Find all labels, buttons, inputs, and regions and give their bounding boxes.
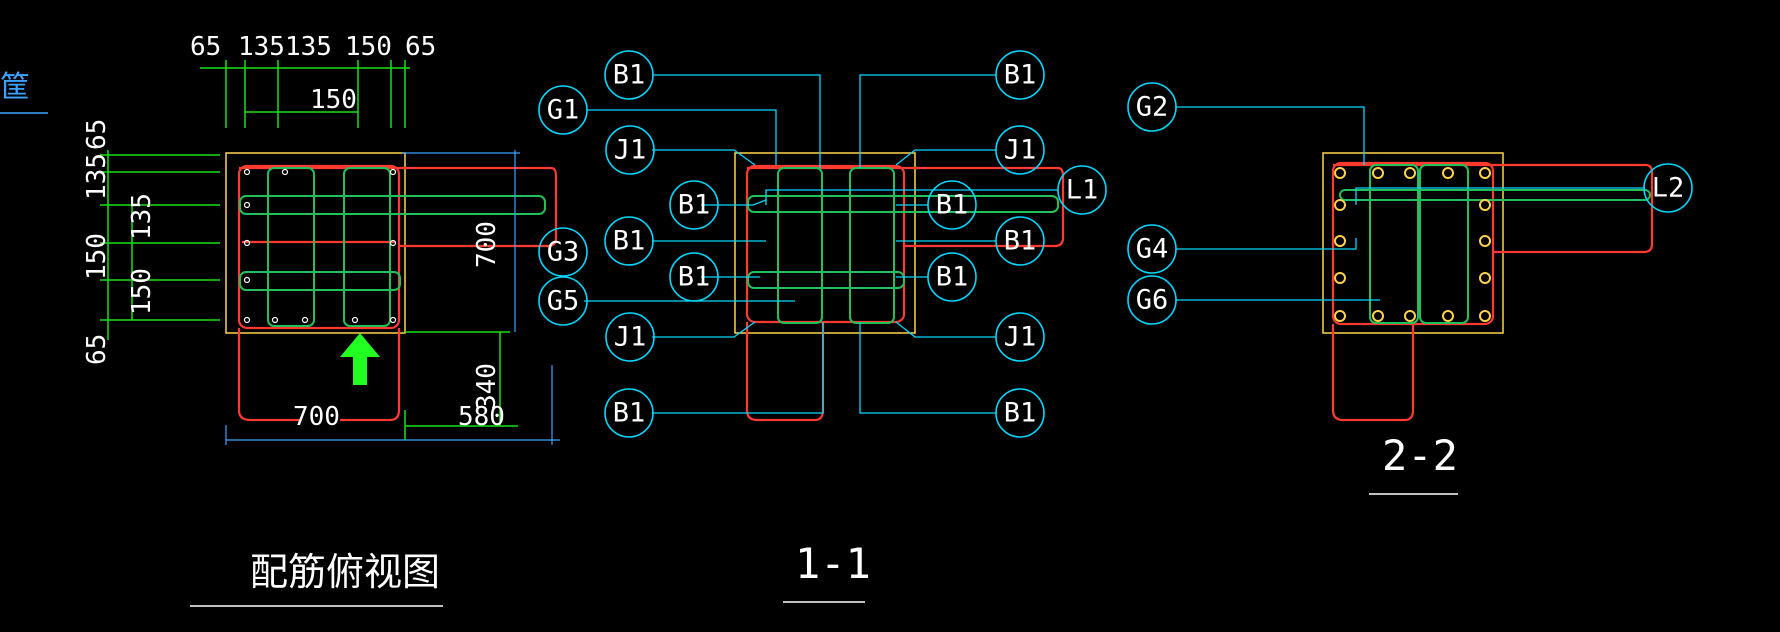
left-dim-150-a: 150 [82, 233, 112, 280]
callout-g2: G2 [1136, 92, 1169, 123]
callout-l2: L2 [1652, 173, 1685, 204]
callout-l1: L1 [1066, 175, 1099, 206]
callout-b1-bottom-right: B1 [1004, 398, 1037, 429]
callout-g4: G4 [1136, 234, 1169, 265]
top-dim-65-left: 65 [190, 32, 221, 62]
top-dim-135135: 135135 [238, 32, 332, 62]
height-dim-700: 700 [472, 221, 502, 268]
callout-b1-inner-left-1: B1 [678, 190, 711, 221]
left-dim-135-b: 135 [127, 193, 157, 240]
arrow-up-icon [340, 333, 380, 385]
callout-b1-top-left: B1 [613, 60, 646, 91]
section-2-2-title: 2-2 [1382, 431, 1458, 480]
section-1-1-title: 1-1 [795, 539, 871, 588]
section-2-2: G2 L2 G4 G6 2-2 [1127, 82, 1693, 495]
callout-b1-mid-right: B1 [1004, 226, 1037, 257]
callout-j1-upper-left: J1 [614, 135, 647, 166]
callout-b1-bottom-left: B1 [613, 398, 646, 429]
callout-g6: G6 [1136, 285, 1169, 316]
callout-g1: G1 [547, 95, 580, 126]
callout-b1-inner-right-1: B1 [936, 190, 969, 221]
callout-b1-inner-right-2: B1 [936, 262, 969, 293]
callout-g5: G5 [547, 286, 580, 317]
dim-340: 340 [472, 363, 502, 410]
left-dim-135-a: 135 [82, 153, 112, 200]
callout-j1-upper-right: J1 [1004, 135, 1037, 166]
dim-580: 580 [458, 402, 505, 432]
callout-j1-lower-left: J1 [614, 322, 647, 353]
section-1-1: B1 B1 G1 J1 J1 L1 B1 B1 B1 B1 G3 B1 B1 G… [538, 50, 1107, 603]
callout-b1-top-right: B1 [1004, 60, 1037, 91]
partial-label: 筐 [0, 70, 30, 105]
top-dim-150: 150 [345, 32, 392, 62]
top-view-title: 配筋俯视图 [250, 550, 440, 594]
mid-dim-150: 150 [310, 85, 357, 115]
top-dim-65-right: 65 [405, 32, 436, 62]
callout-b1-mid-left: B1 [613, 226, 646, 257]
callout-g3: G3 [547, 237, 580, 268]
top-view: 65 135135 150 65 150 65 135 135 150 150 … [82, 32, 560, 607]
callout-b1-inner-left-2: B1 [678, 262, 711, 293]
left-dim-65-top: 65 [82, 119, 112, 150]
width-dim-700: 700 [293, 402, 340, 432]
callout-j1-lower-right: J1 [1004, 322, 1037, 353]
left-dim-150-b: 150 [127, 268, 157, 315]
left-dim-65-bottom: 65 [82, 334, 112, 365]
